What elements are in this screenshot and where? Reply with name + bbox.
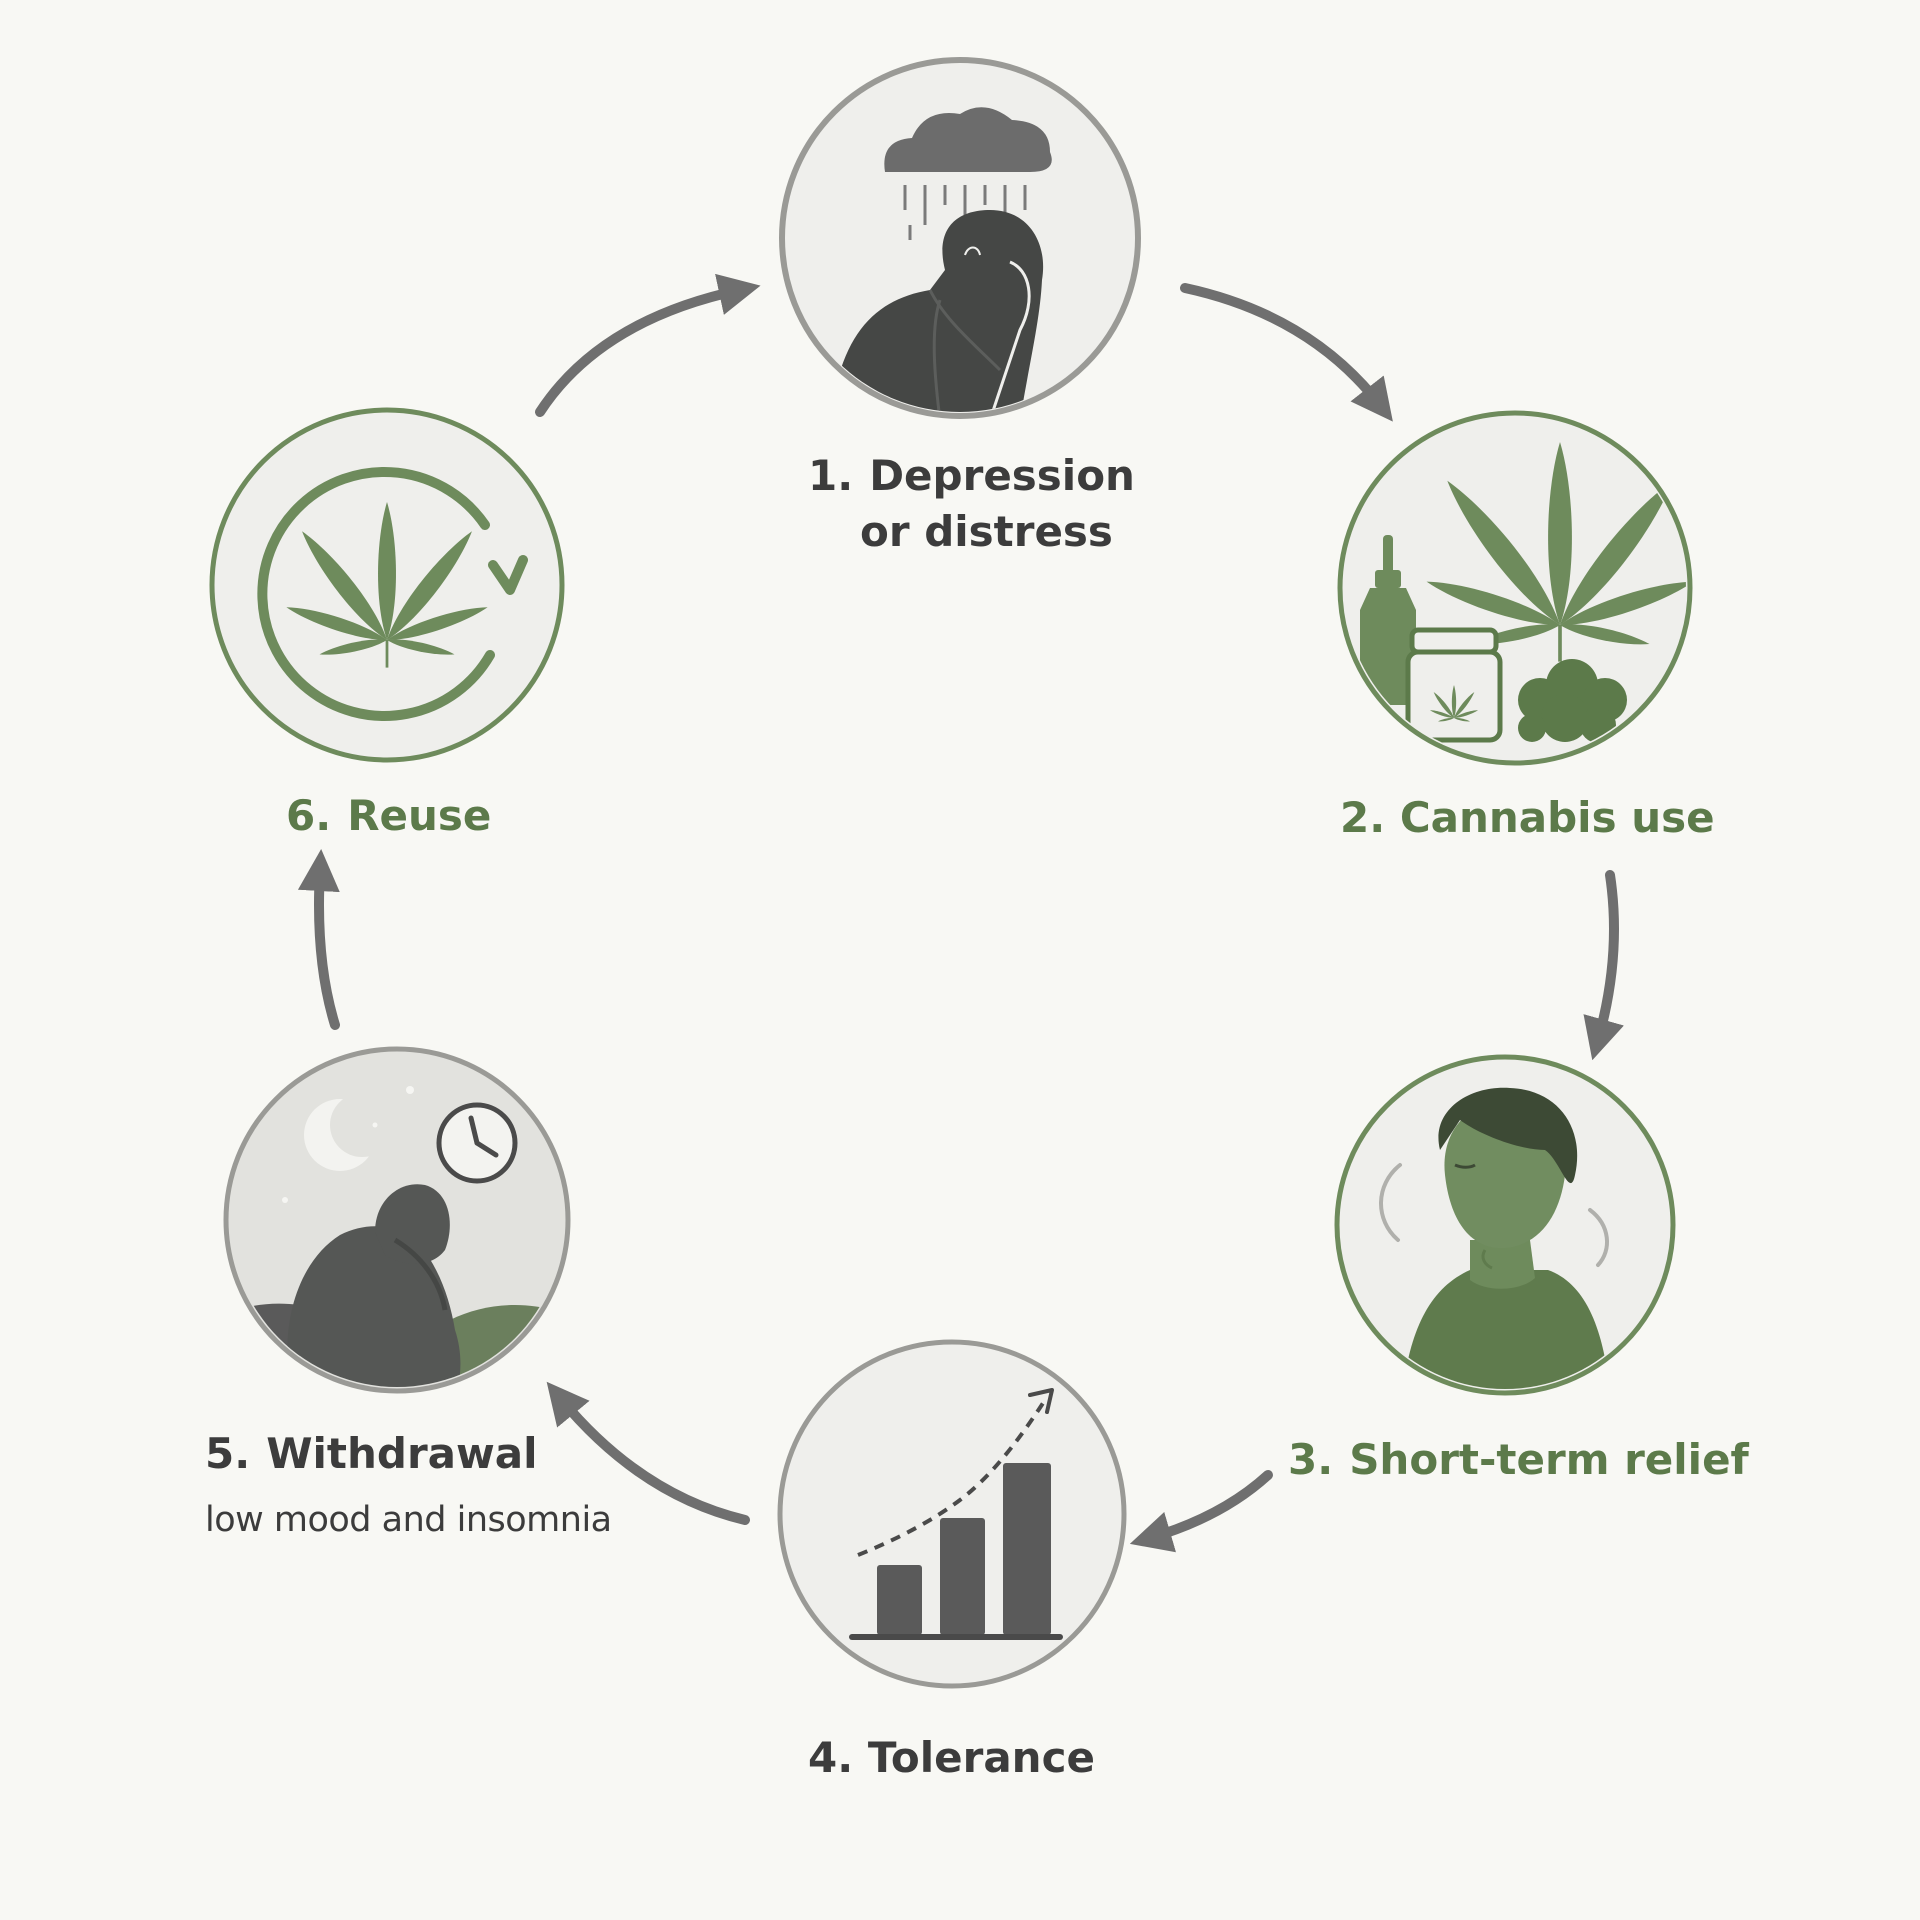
step-4-label: 4. Tolerance — [808, 1730, 1095, 1786]
moon-icon — [304, 1093, 394, 1171]
sad-person-icon — [830, 210, 1044, 412]
arrow-3-to-4 — [1129, 1470, 1273, 1553]
step-3-title: Short-term relief — [1349, 1435, 1749, 1484]
arrow-4-to-5 — [546, 1381, 750, 1525]
step-4-circle — [777, 1339, 1127, 1689]
dropper-bottle-icon — [1360, 535, 1416, 705]
arrow-5-to-6 — [297, 849, 340, 1030]
step-6-circle — [209, 407, 565, 763]
step-1-circle — [779, 57, 1141, 419]
step-5-title: Withdrawal — [266, 1429, 538, 1478]
arrow-6-to-1 — [535, 273, 761, 417]
star-icon — [282, 1086, 414, 1203]
step-4-number: 4. — [808, 1733, 854, 1782]
step-5-subtitle: low mood and insomnia — [205, 1500, 612, 1540]
step-1-title-line2: or distress — [860, 507, 1113, 556]
arrow-1-to-2 — [1180, 283, 1393, 422]
step-3-circle — [1334, 1054, 1676, 1396]
cannabis-leaf-icon — [1423, 442, 1686, 662]
rain-cloud-icon — [884, 107, 1052, 240]
step-5-label: 5. Withdrawal — [205, 1426, 538, 1482]
arrow-2-to-3 — [1583, 870, 1624, 1061]
step-4-title: Tolerance — [867, 1733, 1095, 1782]
step-5-circle — [223, 1046, 571, 1394]
step-2-number: 2. — [1340, 793, 1386, 842]
cycle-arrow-icon — [257, 466, 528, 721]
rising-bar-chart-icon — [849, 1388, 1063, 1640]
step-2-circle — [1337, 410, 1693, 766]
step-1-label: 1. Depression — [808, 448, 1135, 504]
step-6-title: Reuse — [347, 791, 492, 840]
step-3-number: 3. — [1288, 1435, 1334, 1484]
breath-arc-right-icon — [1588, 1208, 1610, 1267]
step-1-label-line2: or distress — [860, 504, 1113, 560]
step-5-number: 5. — [205, 1429, 251, 1478]
clock-icon — [436, 1102, 518, 1184]
step-1-number: 1. — [808, 451, 854, 500]
breath-arc-left-icon — [1379, 1163, 1402, 1242]
cannabis-leaf-icon — [284, 502, 490, 668]
jar-icon — [1405, 627, 1503, 743]
step-6-number: 6. — [286, 791, 332, 840]
step-3-label: 3. Short-term relief — [1288, 1432, 1749, 1488]
step-2-label: 2. Cannabis use — [1340, 790, 1715, 846]
cannabis-bud-icon — [1518, 659, 1627, 743]
step-6-label: 6. Reuse — [286, 788, 491, 844]
step-2-title: Cannabis use — [1399, 793, 1715, 842]
step-1-title-line1: Depression — [869, 451, 1135, 500]
